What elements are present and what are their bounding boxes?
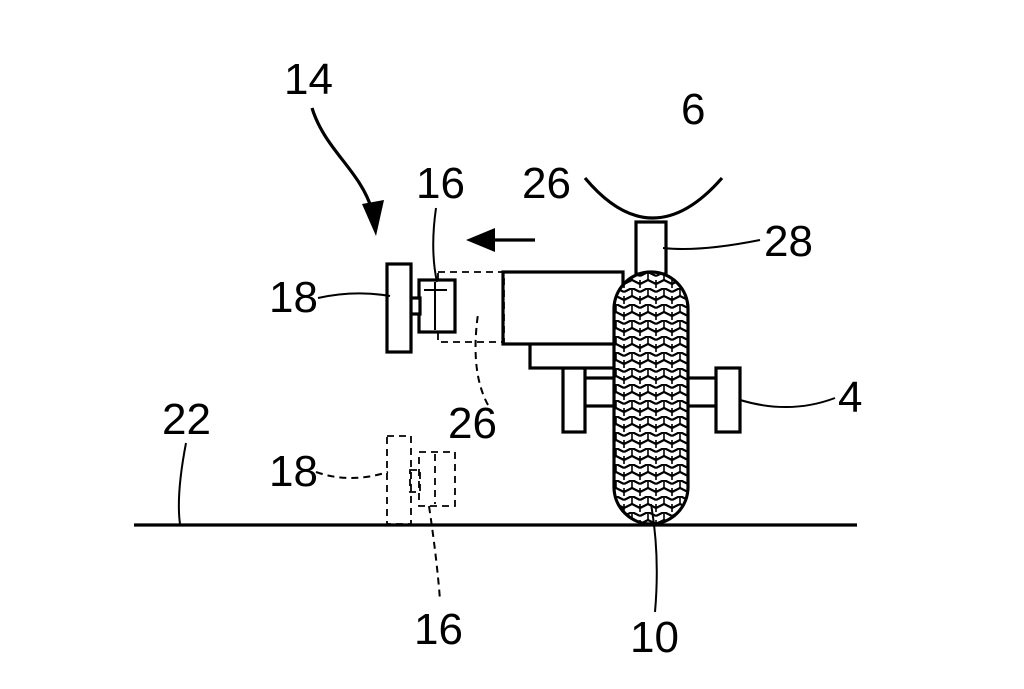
leader-28 xyxy=(662,239,761,250)
dashed-block-26 xyxy=(437,271,505,343)
hub-right xyxy=(714,366,742,434)
arrow-head xyxy=(466,228,495,252)
label-26-mid: 26 xyxy=(448,399,497,448)
element-16-upper xyxy=(417,278,457,334)
lower-block xyxy=(528,340,624,370)
label-26-top: 26 xyxy=(522,159,571,208)
arrow-14-shaft xyxy=(310,107,374,211)
block-26 xyxy=(501,270,625,346)
label-4: 4 xyxy=(838,373,862,422)
leader-18-bottom xyxy=(315,471,389,479)
leader-10 xyxy=(650,503,658,613)
wheel-10 xyxy=(612,270,690,526)
arrow-14-head xyxy=(362,200,384,236)
label-28: 28 xyxy=(764,217,813,266)
arc-6 xyxy=(583,176,724,220)
leader-16-top xyxy=(432,207,438,283)
leader-26-mid xyxy=(474,313,489,406)
dashed-element-18-lower xyxy=(386,435,412,525)
label-10: 10 xyxy=(630,613,679,662)
leader-18-top xyxy=(317,292,391,299)
label-18-top: 18 xyxy=(269,273,318,322)
label-6: 6 xyxy=(681,85,705,134)
label-16-top: 16 xyxy=(416,159,465,208)
stem-28 xyxy=(634,220,668,276)
element-18-upper xyxy=(385,262,413,354)
dashed-element-16-lower xyxy=(418,451,456,507)
leader-4 xyxy=(739,397,836,408)
hub-left xyxy=(561,366,587,434)
label-18-bottom: 18 xyxy=(269,447,318,496)
leader-22 xyxy=(177,442,187,525)
label-16-bottom: 16 xyxy=(414,605,463,654)
label-22: 22 xyxy=(162,395,211,444)
label-14: 14 xyxy=(284,55,333,104)
leader-16-bottom xyxy=(428,505,441,601)
dashed-connector-lower xyxy=(409,469,421,493)
